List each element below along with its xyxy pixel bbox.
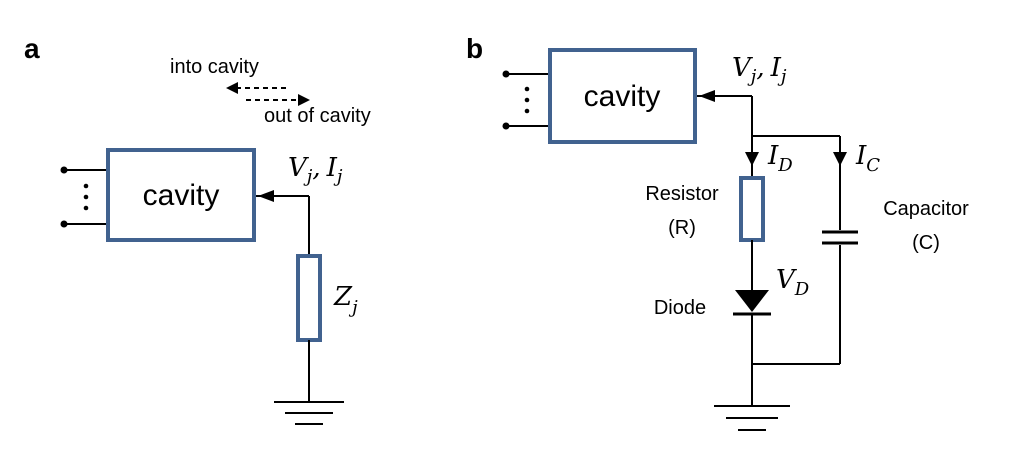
ground-symbol-b [714, 405, 790, 431]
current-arrow [258, 190, 274, 202]
resistor [739, 176, 765, 242]
cavity-box-a [106, 148, 256, 242]
diode-label: Diode [654, 297, 706, 319]
impedance-label: Zj [333, 282, 358, 318]
cavity-label-a: cavity [143, 179, 220, 212]
diode-voltage-label: VD [776, 265, 810, 300]
port-terminal [60, 220, 68, 228]
input-ports-b [502, 70, 550, 130]
port-terminal [502, 70, 510, 78]
capacitor-symbol-label: (C) [912, 232, 940, 254]
cavity-box-b [548, 48, 697, 144]
port-terminal [502, 122, 510, 130]
node-label-a: Vj,Ij [288, 153, 343, 187]
port-terminal [60, 166, 68, 174]
panel-a-label: a [24, 33, 40, 64]
input-ports-a [60, 166, 108, 228]
diode-current-arrow [745, 152, 759, 166]
into-cavity-arrowhead [226, 82, 238, 94]
capacitor-label: Capacitor [883, 198, 969, 220]
cavity-label-b: cavity [584, 80, 661, 113]
diode-symbol [733, 290, 771, 316]
direction-legend: into cavity out of cavity [170, 56, 371, 127]
ground-symbol-a [274, 401, 344, 425]
panel-a: a into cavity out of cavity cavity [24, 33, 371, 425]
panel-b-label: b [466, 33, 483, 64]
out-of-cavity-label: out of cavity [264, 105, 371, 127]
capacitor-symbol [822, 230, 858, 245]
current-arrow [699, 90, 715, 102]
diode-current-label: ID [767, 141, 793, 176]
resistor-label: Resistor [645, 183, 719, 205]
capacitor-current-label: IC [855, 141, 880, 176]
out-of-cavity-arrowhead [298, 94, 310, 106]
panel-b: b cavity [466, 33, 969, 431]
impedance-zj [296, 254, 322, 342]
into-cavity-label: into cavity [170, 56, 259, 78]
node-label-b: Vj,Ij [732, 53, 787, 87]
resistor-symbol-label: (R) [668, 217, 696, 239]
